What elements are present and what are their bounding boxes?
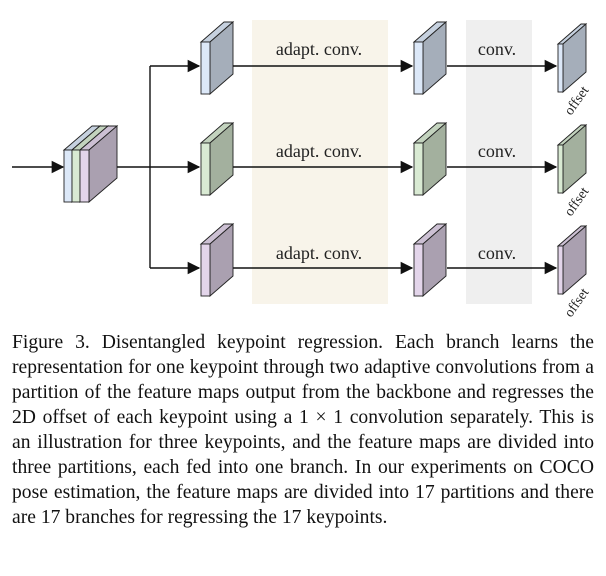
adapted-feature-map [412, 122, 448, 196]
slab-front-face [200, 41, 211, 95]
offset-output-map [556, 124, 588, 194]
slab-front-face [200, 142, 211, 196]
slab-front-face [200, 243, 211, 297]
offset-output-map [556, 225, 588, 295]
conv-label: conv. [478, 141, 516, 161]
slab-front-face [413, 243, 424, 297]
feature-map-slice [199, 122, 235, 196]
slab-front-face [79, 149, 90, 203]
adapt-conv-label: adapt. conv. [276, 243, 362, 263]
conv-label: conv. [478, 243, 516, 263]
adapt-conv-label: adapt. conv. [276, 141, 362, 161]
feature-map-slice [199, 21, 235, 95]
feature-map-slice [199, 223, 235, 297]
adapt-conv-band [252, 20, 388, 304]
slab-front-face [63, 149, 73, 203]
slab-front-face [557, 245, 564, 295]
slab-front-face [557, 43, 564, 93]
slab-front-face [71, 149, 81, 203]
figure-caption: Figure 3. Disentangled keypoint regressi… [12, 332, 594, 528]
adapt-conv-label: adapt. conv. [276, 39, 362, 59]
slab-side-face [562, 225, 587, 295]
branch-3: adapt. conv. conv. offset [150, 223, 592, 320]
slab-front-face [557, 144, 564, 194]
slab-side-face [562, 124, 587, 194]
conv-band [466, 20, 532, 304]
conv-label: conv. [478, 39, 516, 59]
slab-front-face [413, 142, 424, 196]
branch-2: adapt. conv. conv. offset [150, 122, 592, 219]
adapted-feature-map [412, 223, 448, 297]
branch-1: adapt. conv. conv. offset [150, 21, 592, 118]
backbone-feature-maps [62, 125, 119, 203]
offset-output-map [556, 23, 588, 93]
adapted-feature-map [412, 21, 448, 95]
keypoint-regression-diagram: adapt. conv. conv. offset adapt. conv. c… [12, 20, 592, 320]
slab-front-face [413, 41, 424, 95]
slab-side-face [562, 23, 587, 93]
